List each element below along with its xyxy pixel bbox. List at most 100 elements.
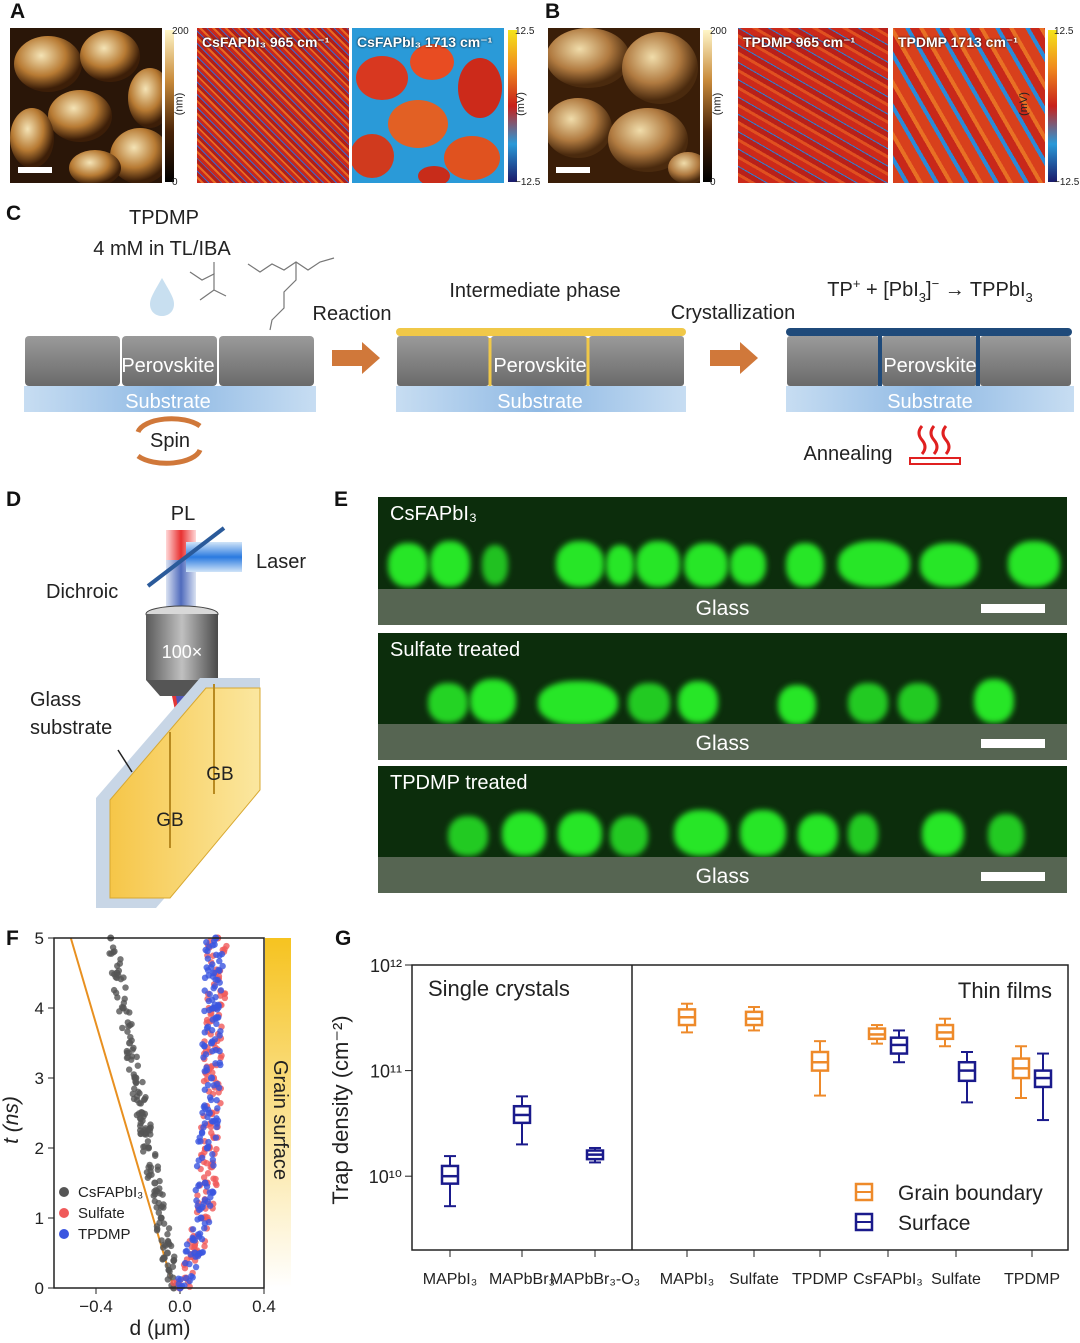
glass-substrate-label-2: substrate (30, 717, 112, 739)
map-title: CsFAPbI₃ 1713 cm⁻¹ (357, 34, 493, 50)
data-point (147, 1121, 154, 1128)
plot-frame (53, 937, 265, 1289)
legend-marker (59, 1208, 69, 1218)
data-point (146, 1127, 154, 1134)
data-point (200, 1077, 208, 1085)
data-point (203, 939, 210, 946)
data-point (210, 1162, 217, 1169)
data-point (201, 987, 208, 994)
data-point (153, 1227, 161, 1234)
data-point (204, 967, 212, 974)
ir-map-1713-a: CsFAPbI₃ 1713 cm⁻¹ (352, 28, 504, 183)
data-point (137, 1130, 144, 1137)
panel-label-f: F (6, 927, 19, 950)
section-thin-films: Thin films (958, 978, 1052, 1003)
data-point (212, 1175, 219, 1183)
data-point (144, 1138, 152, 1145)
legend-marker (59, 1187, 69, 1197)
signal-unit-b: (mV) (1017, 92, 1030, 116)
data-point (215, 1089, 222, 1096)
ir-map-965-a: CsFAPbI₃ 965 cm⁻¹ (197, 28, 349, 183)
signal-min-b: −12.5 (1054, 177, 1080, 188)
data-point (108, 969, 116, 977)
data-point (161, 1241, 168, 1248)
data-point (186, 1260, 193, 1268)
data-point (217, 987, 225, 994)
height-unit-b: (nm) (711, 92, 724, 116)
data-point (196, 1181, 203, 1188)
data-point (134, 1062, 142, 1069)
gb-label: GB (206, 764, 233, 785)
glass-label: Glass (695, 597, 750, 620)
glass-label: Glass (695, 732, 750, 755)
data-point (159, 1191, 166, 1198)
data-point (128, 1020, 135, 1028)
data-point (201, 1007, 208, 1015)
data-point (127, 1033, 134, 1041)
data-point (165, 1266, 172, 1274)
data-point (213, 951, 220, 959)
data-point (211, 1001, 218, 1008)
reagent-concentration: 4 mM in TL/IBA (93, 238, 231, 260)
data-point (194, 1252, 202, 1260)
data-point (211, 941, 218, 948)
data-point (212, 1046, 219, 1054)
data-point (218, 950, 226, 958)
data-point (213, 1020, 220, 1028)
box (677, 1002, 697, 1034)
data-point (201, 1086, 209, 1093)
spin-icon (135, 416, 203, 466)
arrow-icon (710, 342, 758, 374)
colorbar-label: Grain surface (269, 1060, 291, 1180)
data-point (114, 962, 121, 970)
data-point (155, 1209, 163, 1216)
y-tick-label: 2 (35, 1139, 44, 1158)
data-point (216, 1059, 223, 1066)
map-title: CsFAPbI₃ 965 cm⁻¹ (202, 34, 330, 50)
box (867, 1024, 887, 1045)
data-point (194, 1192, 201, 1199)
legend-marker (59, 1229, 69, 1239)
data-point (137, 1115, 145, 1123)
data-point (208, 1129, 215, 1137)
data-point (164, 1231, 171, 1238)
data-point (154, 1163, 162, 1170)
data-point (213, 1123, 220, 1131)
y-tick-label: 3 (35, 1069, 44, 1088)
box (440, 1155, 460, 1208)
x-tick-label: TPDMP (1004, 1271, 1060, 1288)
data-point (129, 1090, 136, 1098)
data-point (215, 966, 222, 973)
data-point (130, 1071, 138, 1078)
y-tick-label: 4 (35, 999, 44, 1018)
data-point (165, 1225, 173, 1232)
legend-label: Surface (898, 1212, 970, 1235)
y-tick-label: 5 (35, 929, 44, 948)
data-point (203, 1160, 210, 1167)
data-point (192, 1186, 199, 1194)
x-tick-label: MAPbI₃ (660, 1271, 715, 1288)
substrate-layer (24, 386, 316, 412)
y-tick-label: 0 (35, 1279, 44, 1298)
x-tick-label: −0.4 (79, 1297, 113, 1316)
data-point (170, 1257, 177, 1265)
data-point (120, 974, 127, 981)
data-point (138, 1109, 145, 1116)
y-tick-label: 10¹² (370, 956, 402, 976)
data-point (110, 986, 118, 994)
data-point (186, 1277, 193, 1285)
data-point (123, 1047, 131, 1055)
data-point (200, 1174, 208, 1181)
box (585, 1146, 605, 1164)
data-point (175, 1280, 182, 1288)
x-tick-label: MAPbI₃ (423, 1271, 478, 1288)
data-point (188, 1243, 196, 1251)
box (1033, 1052, 1053, 1122)
data-point (201, 1243, 208, 1250)
data-point (209, 1156, 217, 1164)
signal-min-a: −12.5 (515, 177, 541, 188)
data-point (160, 1220, 168, 1227)
data-point (175, 1275, 182, 1282)
objective-magnification: 100× (162, 642, 203, 662)
